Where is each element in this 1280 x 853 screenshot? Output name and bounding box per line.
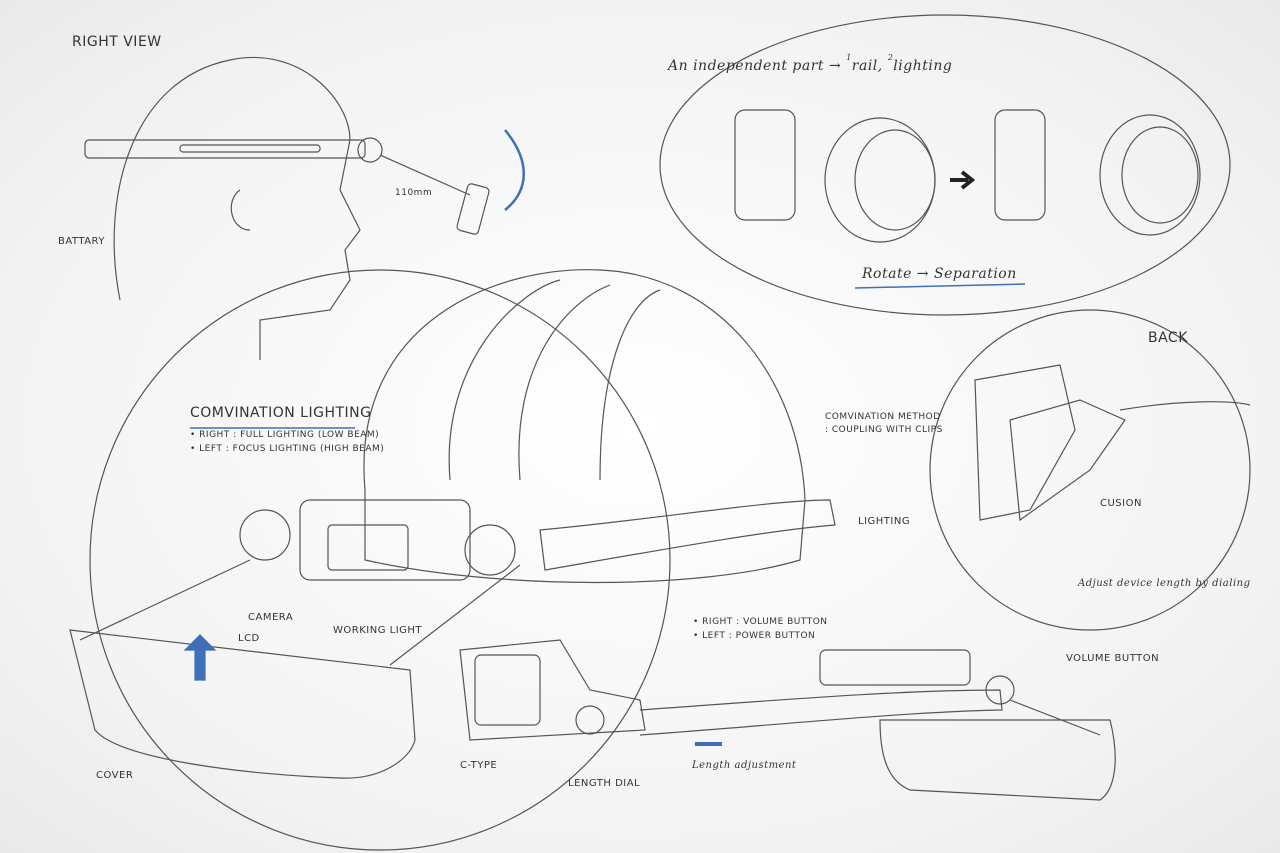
light-attached-lens — [854, 129, 936, 231]
rail-hinge — [357, 137, 383, 163]
volume-button — [985, 675, 1015, 705]
volume-button-label: VOLUME BUTTON — [1066, 653, 1160, 664]
buttons-left-label: • LEFT : POWER BUTTON — [693, 631, 816, 641]
back-mount-plate — [974, 364, 1076, 521]
headband-rail — [84, 139, 366, 159]
item2-label: lighting — [893, 58, 953, 74]
helmet-band — [539, 499, 836, 571]
cover-visor — [69, 629, 416, 779]
independent-part-prefix: An independent part → — [668, 58, 842, 74]
helmet-shell — [363, 269, 806, 584]
head-outline — [113, 57, 361, 360]
side-device-rail — [639, 689, 1003, 736]
rail-slot — [179, 144, 321, 153]
rotate-separation-caption: Rotate → Separation — [862, 266, 1017, 282]
side-visor-arm — [1009, 699, 1101, 736]
length-dial — [575, 705, 605, 735]
battery-label: BATTARY — [58, 236, 105, 247]
combination-lighting-title: COMVINATION LIGHTING — [190, 405, 372, 421]
caption-underline — [854, 283, 1026, 289]
light-separated-outer — [1099, 114, 1201, 236]
item2-number: 2 — [887, 53, 894, 62]
buttons-right-label: • RIGHT : VOLUME BUTTON — [693, 617, 828, 627]
lcd-module — [299, 499, 471, 581]
camera-label: CAMERA — [248, 612, 294, 623]
side-visor — [879, 719, 1116, 801]
right-view-title: RIGHT VIEW — [72, 34, 162, 50]
left-light — [239, 509, 291, 561]
separation-arrow — [950, 170, 976, 190]
distance-label: 110mm — [395, 188, 433, 198]
up-arrow — [183, 634, 217, 681]
camera-arm-rod — [379, 154, 471, 196]
camera-arm — [456, 183, 490, 235]
back-title: BACK — [1148, 330, 1188, 346]
side-device-screen — [474, 654, 541, 726]
lcd-screen — [327, 524, 409, 571]
back-cushion — [1009, 399, 1126, 522]
lighting-label: LIGHTING — [858, 516, 911, 527]
rail-mount-attached — [734, 109, 796, 221]
combination-method-line2: : COUPLING WITH CLIPS — [825, 425, 943, 435]
main-detail-circle — [89, 269, 671, 851]
side-device — [459, 639, 646, 741]
rail-mount-separated — [994, 109, 1046, 221]
working-light-label: WORKING LIGHT — [333, 625, 423, 636]
back-detail-circle — [929, 309, 1251, 631]
lcd-label: LCD — [238, 633, 260, 644]
detail-ellipse — [659, 14, 1231, 316]
combination-lighting-left: • LEFT : FOCUS LIGHTING (HIGH BEAM) — [190, 444, 385, 454]
right-light — [464, 524, 516, 576]
head-ear — [230, 189, 251, 231]
combination-method-line1: COMVINATION METHOD — [825, 412, 941, 422]
light-separated-lens — [1121, 126, 1199, 224]
length-adjustment-label: Length adjustment — [692, 760, 797, 771]
back-strap — [1119, 401, 1251, 411]
adjust-length-label: Adjust device length by dialing — [1078, 578, 1251, 589]
length-dial-label: LENGTH DIAL — [568, 778, 641, 789]
cushion-label: CUSION — [1100, 498, 1142, 509]
light-attached-outer — [824, 117, 936, 243]
side-device-light — [819, 649, 971, 686]
combination-lighting-right: • RIGHT : FULL LIGHTING (LOW BEAM) — [190, 430, 380, 440]
visor-arms — [79, 559, 521, 666]
item1-label: rail, — [851, 58, 883, 74]
helmet-ribs — [448, 279, 661, 481]
independent-part-title: An independent part → 1rail, 2lighting — [668, 53, 953, 74]
item1-number: 1 — [846, 53, 852, 62]
c-type-label: C-TYPE — [460, 760, 498, 771]
rotate-arrow — [504, 129, 525, 211]
cover-label: COVER — [96, 770, 134, 781]
